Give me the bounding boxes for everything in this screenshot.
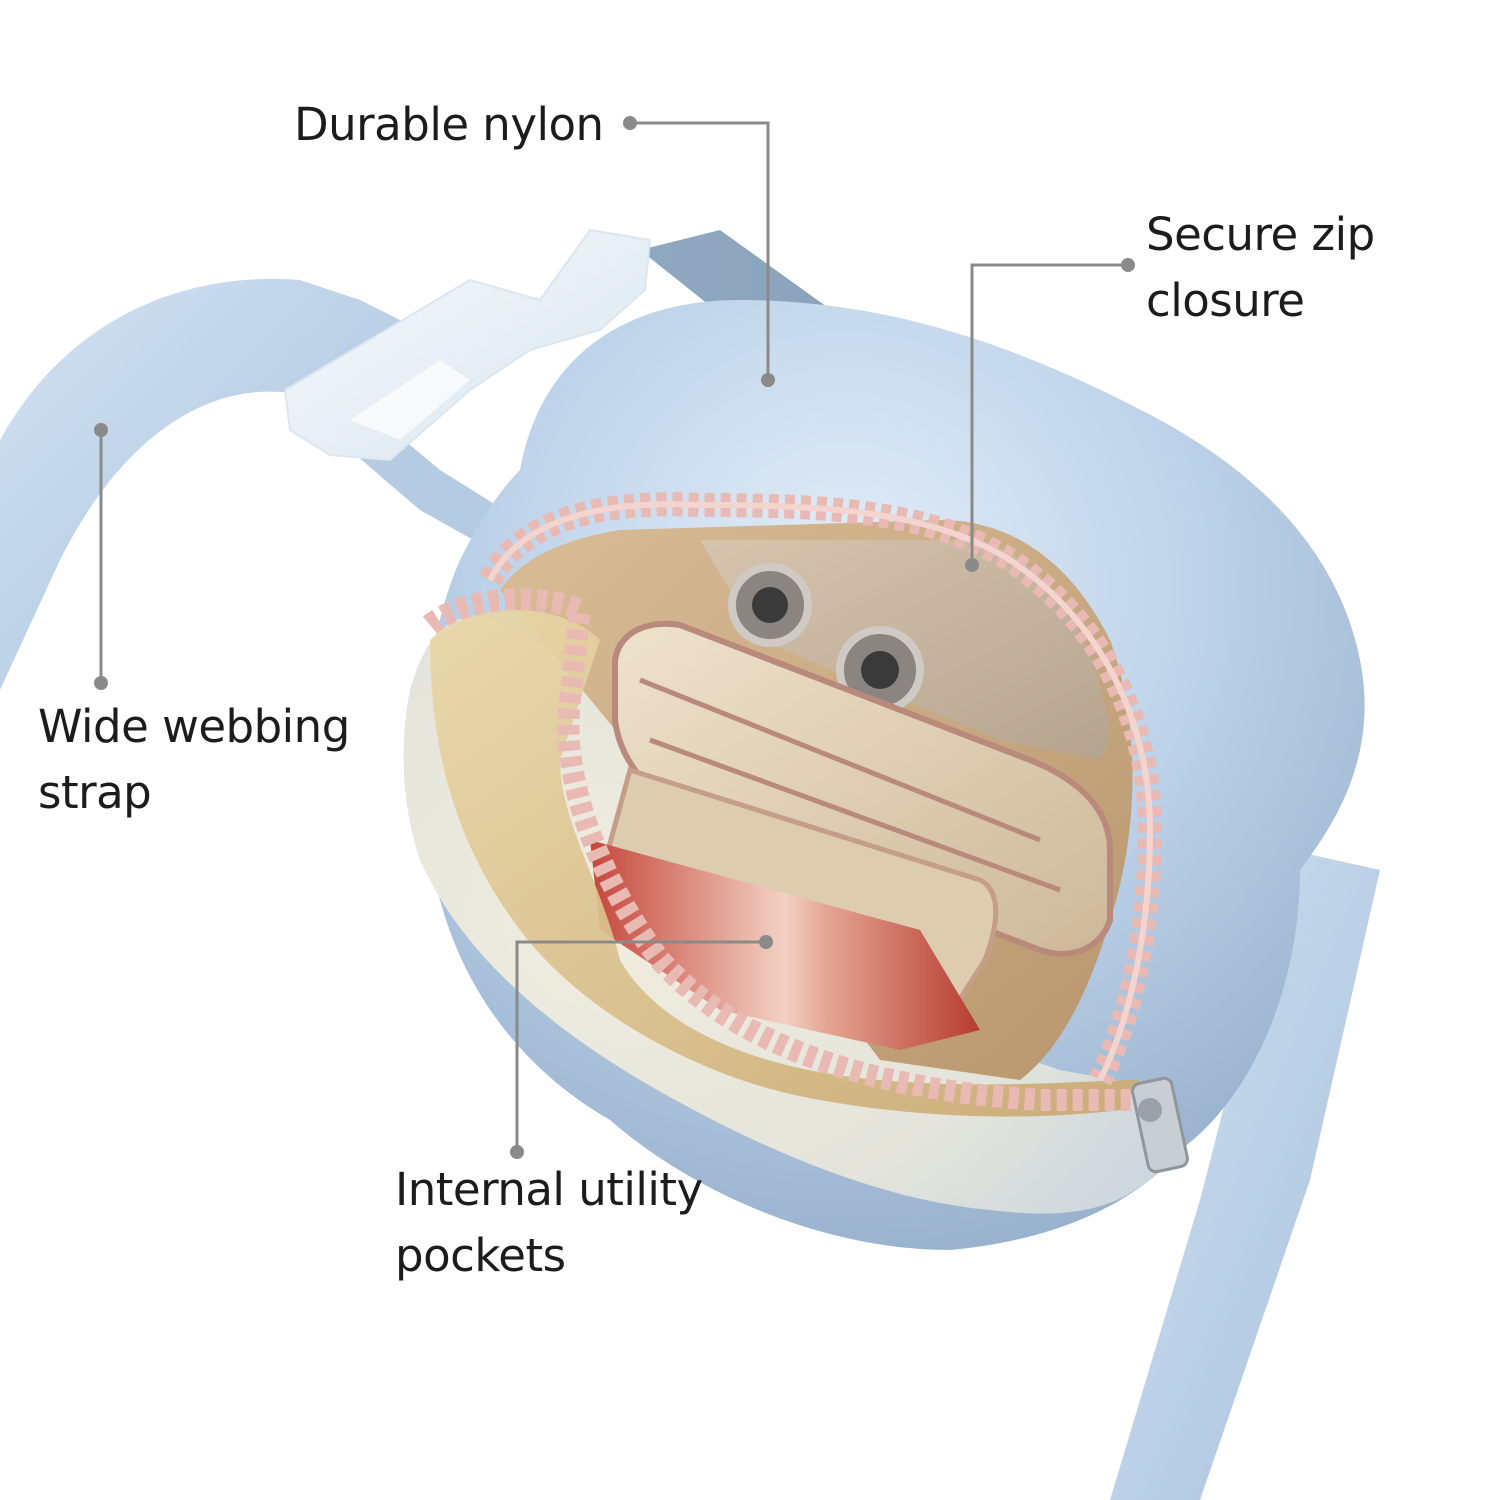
webbing-strap-right — [1110, 850, 1380, 1500]
zipper-pull — [1131, 1076, 1189, 1174]
callout-secure-zip: Secure zip closure — [1146, 202, 1375, 334]
callout-line: pockets — [395, 1229, 566, 1282]
callout-webbing-strap: Wide webbing strap — [38, 694, 350, 826]
callout-line: Internal utility — [395, 1163, 703, 1216]
callout-line: Wide webbing — [38, 700, 350, 753]
pocket-zipper — [422, 588, 1140, 1111]
leader-line-nylon — [630, 121, 770, 380]
callout-line: Durable nylon — [294, 98, 604, 151]
leader-line-pockets — [515, 940, 766, 1152]
leader-line-zip — [970, 263, 1128, 565]
callout-line: Secure zip — [1146, 208, 1375, 261]
callout-durable-nylon: Durable nylon — [294, 92, 604, 158]
callout-line: strap — [38, 766, 152, 819]
callout-line: closure — [1146, 274, 1305, 327]
callout-internal-pockets: Internal utility pockets — [395, 1157, 703, 1289]
mirror-compact — [590, 840, 980, 1050]
internal-pocket — [430, 610, 1140, 1117]
webbing-strap-left — [0, 278, 420, 690]
